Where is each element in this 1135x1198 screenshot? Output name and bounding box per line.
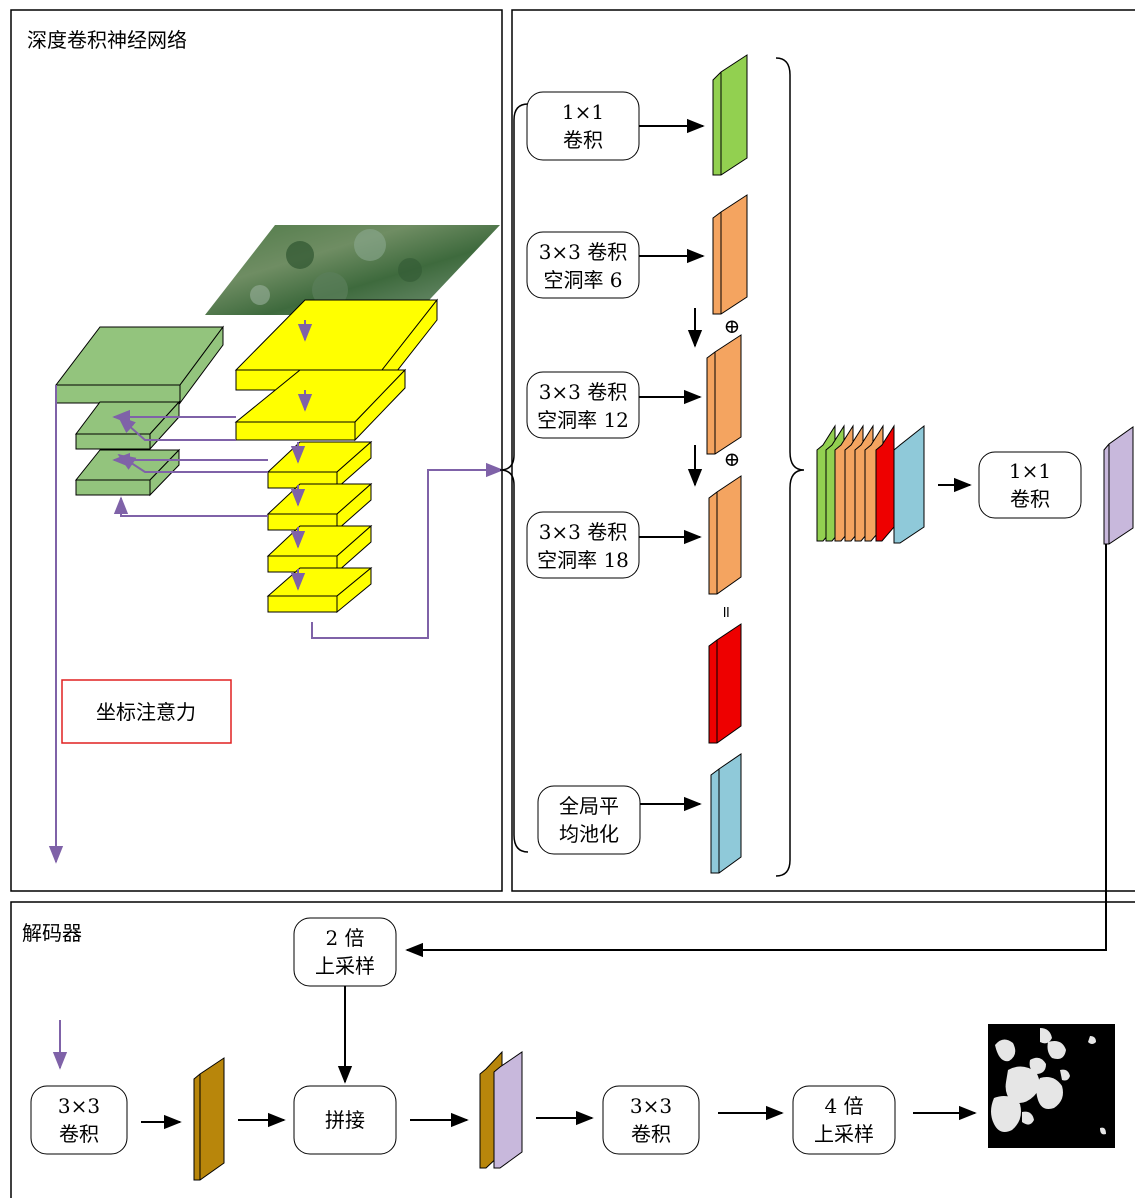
aspp-left-brace [500, 104, 528, 852]
upsample4-line2: 上采样 [814, 1122, 874, 1146]
upsample4-line1: 4 倍 [824, 1094, 863, 1118]
aspp-out-conv-line2: 卷积 [1010, 487, 1050, 511]
feature-map-lowlevel [194, 1058, 224, 1180]
aspp-atrous6-line2: 空洞率 6 [543, 268, 622, 292]
feature-map-atrous18 [709, 476, 741, 594]
attention-connections [56, 385, 502, 862]
coordinate-attention-label: 坐标注意力 [96, 700, 196, 724]
upsample2-line2: 上采样 [315, 954, 375, 978]
encoder-title: 深度卷积神经网络 [27, 28, 187, 52]
concat-label: 拼接 [325, 1108, 365, 1132]
decoder-panel [11, 902, 1135, 1198]
aspp-gap-line2: 均池化 [559, 822, 619, 846]
equals-symbol: = [717, 605, 736, 618]
feature-map-aspp-out [1104, 427, 1133, 544]
aspp-out-conv-line1: 1×1 [1009, 459, 1051, 483]
backbone-stage-3 [268, 442, 371, 488]
attention-block-1 [56, 327, 223, 403]
decoder-conv-in-line1: 3×3 [58, 1094, 100, 1118]
encoder-panel [11, 10, 502, 891]
aspp-atrous6-line1: 3×3 卷积 [539, 240, 628, 264]
feature-map-conv1x1 [713, 55, 747, 175]
aspp-right-brace [776, 58, 804, 876]
aspp-atrous12-line1: 3×3 卷积 [539, 380, 628, 404]
backbone-stage-5 [268, 526, 371, 572]
feature-map-gap [711, 754, 741, 873]
decoder-conv-out-line1: 3×3 [630, 1094, 672, 1118]
feature-map-concat [480, 1052, 522, 1168]
aspp-atrous12-line2: 空洞率 12 [537, 408, 629, 432]
feature-map-atrous12 [707, 335, 741, 454]
aspp-conv1x1-line1: 1×1 [562, 100, 604, 124]
plus-symbol-2: ⊕ [724, 447, 741, 471]
aspp-concat-stack [817, 426, 924, 543]
plus-symbol-1: ⊕ [724, 314, 741, 338]
backbone-stage-4 [268, 484, 371, 530]
feature-map-atrous6 [713, 195, 747, 314]
decoder-conv-in-line2: 卷积 [59, 1122, 99, 1146]
aspp-conv1x1-line2: 卷积 [563, 128, 603, 152]
decoder-title: 解码器 [22, 921, 82, 945]
aspp-gap-line1: 全局平 [559, 794, 619, 818]
feature-map-fused [709, 624, 741, 743]
upsample2-line1: 2 倍 [325, 926, 364, 950]
aspp-atrous18-line2: 空洞率 18 [537, 548, 629, 572]
decoder-conv-out-line2: 卷积 [631, 1122, 671, 1146]
backbone-stage-6 [268, 568, 371, 612]
aspp-atrous18-line1: 3×3 卷积 [539, 520, 628, 544]
segmentation-output-image [988, 1024, 1115, 1148]
